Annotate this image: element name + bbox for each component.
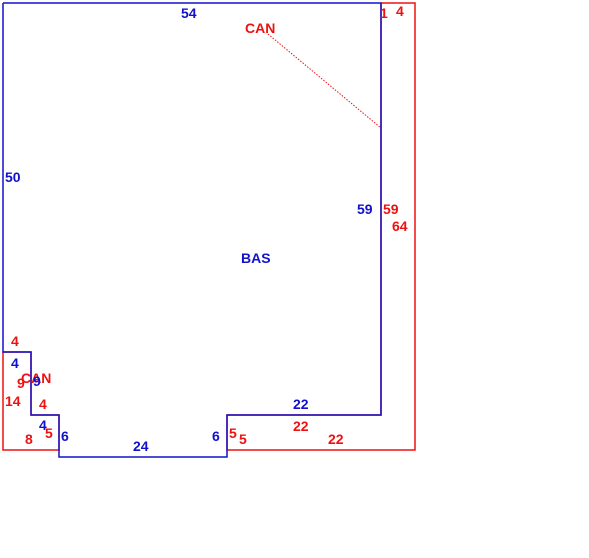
- canopy-leader-line: [267, 33, 382, 129]
- dim-can-left-side: 14: [5, 393, 21, 409]
- dim-can-left-step-side: 5: [45, 425, 53, 441]
- dim-bas-notch-step: 4: [39, 417, 47, 433]
- dim-can-left-step: 4: [39, 396, 47, 412]
- dim-bas-right: 59: [357, 201, 373, 217]
- dim-bas-notch-bottom-side: 6: [61, 428, 69, 444]
- dim-bas-bottom-right-top: 22: [293, 396, 309, 412]
- dim-can-left-top: 4: [11, 333, 19, 349]
- dim-bas-notch-left-side: 9: [33, 373, 41, 389]
- area-label-can-bottom: CAN: [21, 370, 51, 386]
- dim-can-step-inner: 5: [229, 425, 237, 441]
- area-label-can-top: CAN: [245, 20, 275, 36]
- dim-can-top-outer: 4: [396, 3, 404, 19]
- dim-can-step-outer: 5: [239, 431, 247, 447]
- dim-bas-notch-left-top: 4: [11, 355, 19, 371]
- area-label-bas: BAS: [241, 250, 271, 266]
- dim-can-right-inner: 59: [383, 201, 399, 217]
- canopy-right-outline: [226, 2, 416, 451]
- dim-can-bottom-outer: 22: [328, 431, 344, 447]
- dim-can-left-bottom: 8: [25, 431, 33, 447]
- dim-bas-bottom-right-side: 6: [212, 428, 220, 444]
- dim-bas-bottom: 24: [133, 438, 149, 454]
- bas-outline: [2, 2, 382, 458]
- dim-bas-top: 54: [181, 5, 197, 21]
- dim-can-left-mid: 9: [17, 375, 25, 391]
- dim-bas-left: 50: [5, 169, 21, 185]
- dim-can-top-narrow: 1: [380, 5, 388, 21]
- dim-can-right-outer: 64: [392, 218, 408, 234]
- dim-can-bottom-inner: 22: [293, 418, 309, 434]
